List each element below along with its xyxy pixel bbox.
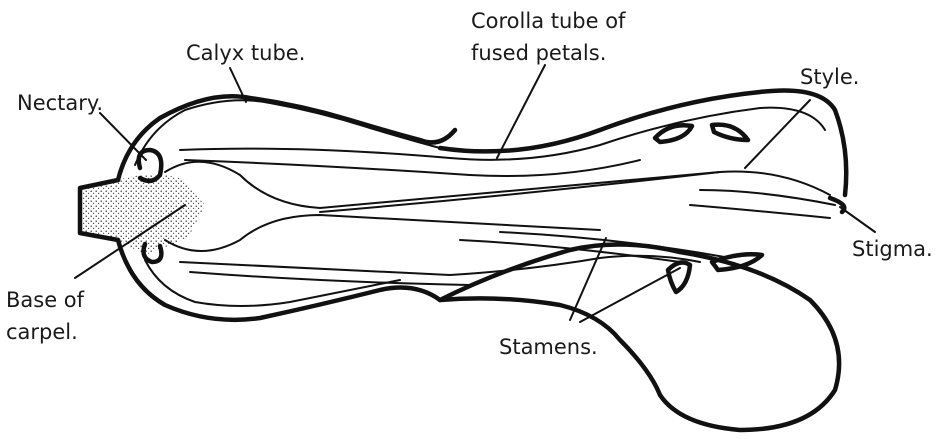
leader-style <box>745 100 810 168</box>
label-calyx-tube: Calyx tube. <box>186 40 305 67</box>
receptacle <box>80 174 205 255</box>
label-corolla-line1: Corolla tube of <box>471 8 625 35</box>
label-base-line2: carpel. <box>6 319 78 346</box>
stigma-lines <box>690 190 835 218</box>
leader-stigma <box>840 207 875 232</box>
label-style: Style. <box>800 64 859 91</box>
corolla-tube-lower-inner <box>180 256 700 275</box>
anther-lower-1 <box>668 262 690 292</box>
anther-upper-2 <box>712 125 748 140</box>
calyx-tube-lower <box>118 240 440 320</box>
label-stamens: Stamens. <box>499 334 598 361</box>
leader-corolla <box>497 65 545 158</box>
label-corolla-line2: fused petals. <box>471 40 606 67</box>
leader-stamen-2 <box>580 268 680 322</box>
label-nectary: Nectary. <box>17 90 103 117</box>
corolla-inner-2 <box>185 160 640 176</box>
label-stigma: Stigma. <box>852 236 933 263</box>
label-base-line1: Base of <box>6 287 84 314</box>
